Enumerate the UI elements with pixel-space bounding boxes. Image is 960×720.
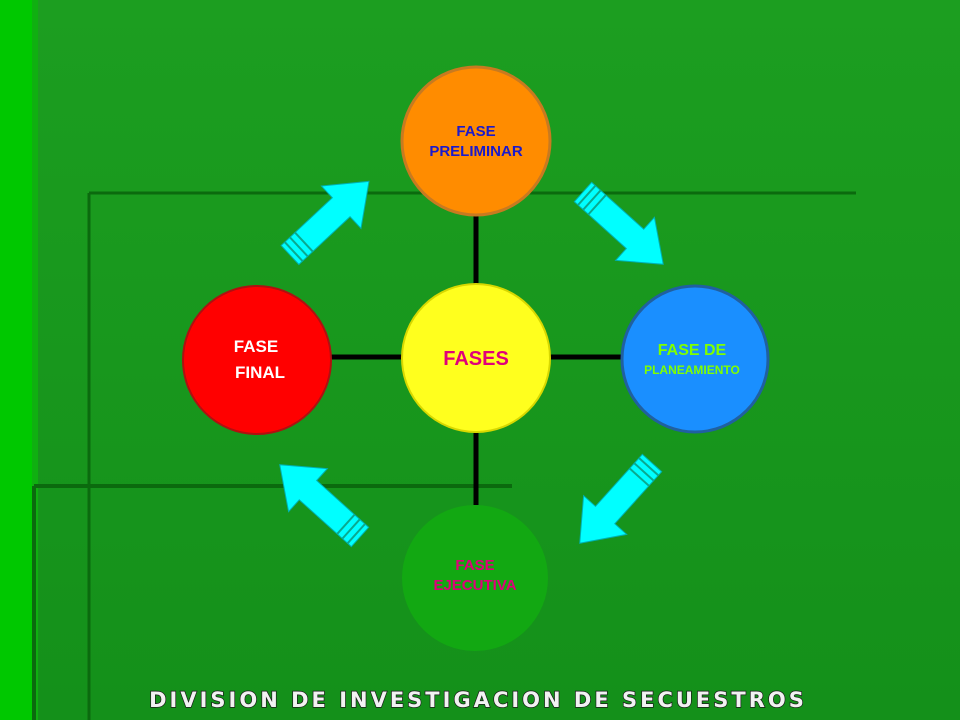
arrow-stripe: [587, 194, 607, 216]
node-label-line: PRELIMINAR: [429, 143, 523, 160]
arrow-stripe: [294, 231, 314, 253]
arrow-body: [573, 181, 664, 265]
arrow-preliminar-to-planeamiento: [573, 181, 664, 265]
node-circle-fase-de-planeamiento: [620, 284, 770, 434]
node-fase-de-planeamiento: FASE DE PLANEAMIENTO: [620, 284, 770, 434]
arrow-stripe: [633, 462, 655, 482]
arrow-stripe: [284, 241, 304, 262]
node-label-line: FASE DE: [658, 342, 727, 359]
arrow-body: [579, 453, 663, 544]
left-stripe: [0, 0, 32, 720]
arrow-stripe: [577, 185, 597, 206]
arrow-stripe: [289, 236, 309, 258]
node-label-line: FASE: [455, 557, 494, 574]
node-fase-ejecutiva: FASE EJECUTIVA: [402, 505, 548, 651]
node-label-line: FINAL: [235, 363, 285, 382]
node-circle-fases: [401, 283, 551, 433]
node-fase-final: FASE FINAL: [182, 285, 332, 435]
node-label-line: PLANEAMIENTO: [644, 363, 740, 377]
arrow-planeamiento-to-ejecutiva: [579, 453, 663, 544]
node-circle-fase-ejecutiva: [402, 505, 548, 651]
node-label-line: EJECUTIVA: [433, 577, 516, 594]
left-stripe-shade: [32, 0, 38, 720]
node-label-line: FASE: [234, 337, 278, 356]
center-label: FASES: [443, 348, 509, 370]
connectors: [330, 215, 622, 505]
node-label-line: FASE: [456, 123, 495, 140]
arrow-stripe: [346, 523, 366, 544]
footer-title: DIVISION DE INVESTIGACION DE SECUESTROS: [149, 688, 807, 712]
node-circle-fase-final: [182, 285, 332, 435]
arrow-stripe: [638, 457, 659, 477]
arrow-stripe: [628, 467, 650, 487]
arrow-body: [280, 180, 370, 266]
arrow-stripe: [336, 513, 356, 535]
arrow-stripe: [582, 189, 602, 211]
arrow-final-to-preliminar: [280, 180, 370, 266]
arrow-stripe: [341, 518, 361, 540]
node-fases-center: FASES: [401, 283, 551, 433]
arrow-body: [279, 464, 370, 548]
arrow-ejecutiva-to-final: [279, 464, 370, 548]
node-fase-preliminar: FASE PRELIMINAR: [400, 65, 552, 217]
node-circle-fase-preliminar: [400, 65, 552, 217]
